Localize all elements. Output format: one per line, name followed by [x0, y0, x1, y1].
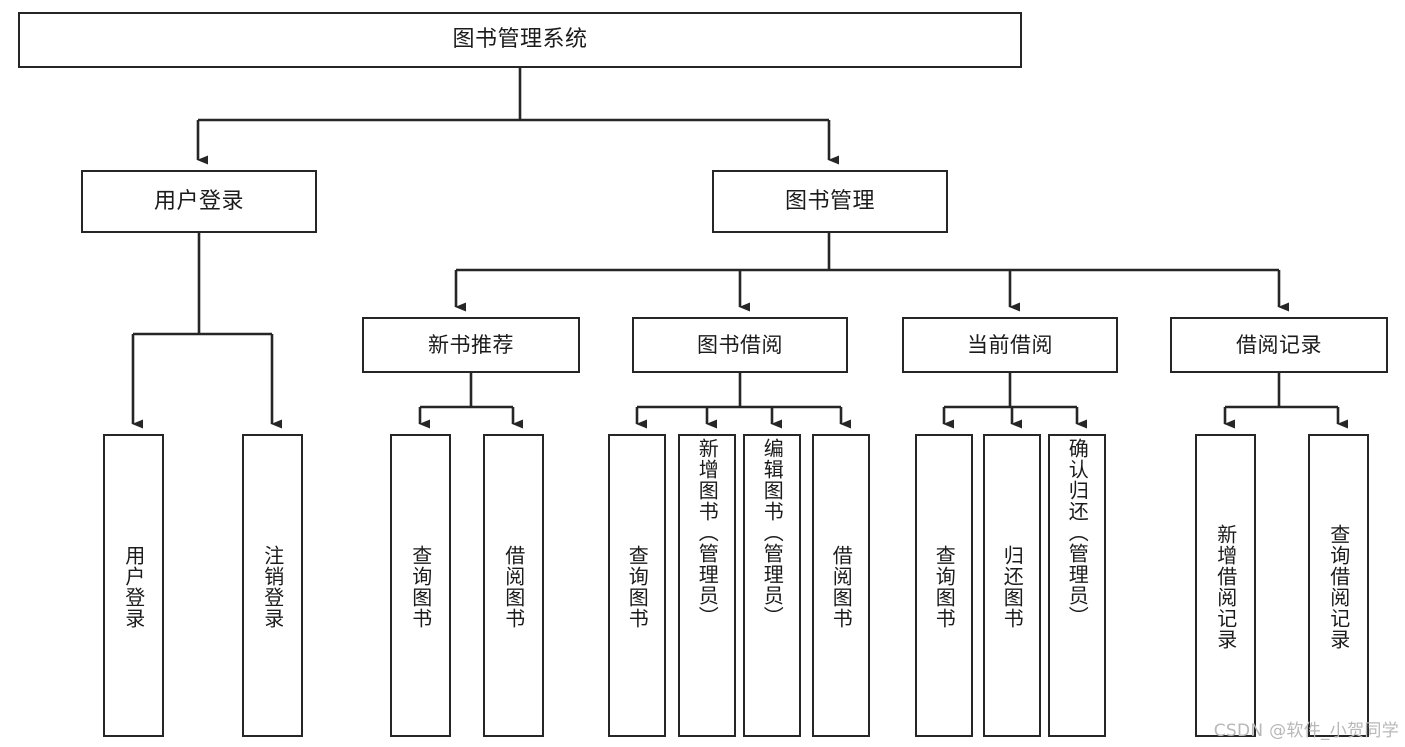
edge-group-root [196, 68, 839, 165]
leaf-query-books-borrow-label: 查询图书 [625, 544, 650, 629]
leaf-query-borrow-record-label: 查询借阅记录 [1326, 523, 1351, 650]
edge-group-current-borrow [942, 373, 1087, 429]
node-book-management-label: 图书管理 [784, 188, 875, 214]
leaf-add-book-admin-label: 新增图书（管理员） [695, 438, 720, 627]
node-root-label: 图书管理系统 [452, 27, 588, 53]
leaf-borrow-books-new-label: 借阅图书 [501, 544, 526, 629]
leaf-logout-label: 注销登录 [260, 544, 285, 629]
leaf-logout[interactable]: 注销登录 [242, 434, 303, 737]
leaf-query-books-new[interactable]: 查询图书 [390, 434, 451, 737]
edge-group-borrow-records [1223, 373, 1348, 429]
node-new-book-recommend-label: 新书推荐 [428, 332, 514, 357]
leaf-confirm-return-admin[interactable]: 确认归还（管理员） [1048, 434, 1106, 737]
leaf-borrow-book[interactable]: 借阅图书 [812, 434, 870, 737]
leaf-query-borrow-record[interactable]: 查询借阅记录 [1308, 434, 1369, 737]
leaf-add-book-admin[interactable]: 新增图书（管理员） [678, 434, 736, 737]
edge-group-new-books [418, 373, 523, 429]
leaf-confirm-return-admin-label: 确认归还（管理员） [1065, 438, 1090, 627]
leaf-add-borrow-record-label: 新增借阅记录 [1213, 523, 1238, 650]
leaf-borrow-book-label: 借阅图书 [829, 544, 854, 629]
leaf-return-book[interactable]: 归还图书 [983, 434, 1041, 737]
node-book-borrow-label: 图书借阅 [697, 332, 783, 357]
leaf-user-login-label: 用户登录 [121, 544, 146, 629]
leaf-return-book-label: 归还图书 [1000, 544, 1025, 629]
node-current-borrow[interactable]: 当前借阅 [902, 317, 1118, 373]
leaf-query-books-current[interactable]: 查询图书 [915, 434, 973, 737]
leaf-query-books-new-label: 查询图书 [408, 544, 433, 629]
node-current-borrow-label: 当前借阅 [967, 332, 1053, 357]
node-borrow-records-label: 借阅记录 [1236, 332, 1322, 357]
node-root[interactable]: 图书管理系统 [18, 12, 1022, 68]
leaf-query-books-borrow[interactable]: 查询图书 [608, 434, 666, 737]
node-user-login[interactable]: 用户登录 [81, 170, 317, 233]
leaf-user-login[interactable]: 用户登录 [103, 434, 164, 737]
node-book-management[interactable]: 图书管理 [712, 170, 948, 233]
leaf-edit-book-admin-label: 编辑图书（管理员） [760, 438, 785, 627]
leaf-borrow-books-new[interactable]: 借阅图书 [483, 434, 544, 737]
node-borrow-records[interactable]: 借阅记录 [1170, 317, 1388, 373]
node-user-login-label: 用户登录 [153, 188, 244, 214]
edge-group-user-login [131, 233, 282, 429]
leaf-edit-book-admin[interactable]: 编辑图书（管理员） [743, 434, 801, 737]
edge-group-book-mgmt [454, 233, 1289, 312]
leaf-query-books-current-label: 查询图书 [932, 544, 957, 629]
csdn-watermark: CSDN @软件_小贺同学 [1213, 721, 1399, 741]
node-book-borrow[interactable]: 图书借阅 [632, 317, 848, 373]
leaf-add-borrow-record[interactable]: 新增借阅记录 [1195, 434, 1256, 737]
edge-group-borrow [635, 373, 851, 429]
node-new-book-recommend[interactable]: 新书推荐 [362, 317, 580, 373]
